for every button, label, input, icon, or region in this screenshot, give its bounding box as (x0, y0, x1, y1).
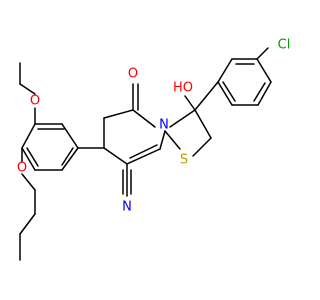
thiazolidine-ring (164, 95, 212, 157)
aryl-c3-bond (194, 81, 219, 111)
ring-sulfur-label: S (180, 153, 188, 168)
ketone-oxygen-label: O (128, 67, 138, 82)
chlorine-label: Cl (278, 38, 291, 53)
pyridone-ring (103, 83, 166, 165)
molecule-svg: Cl HO O N S N O O (17, 38, 290, 261)
propoxy-group (19, 147, 36, 261)
ring-nitrogen-label: N (159, 118, 169, 133)
nitrile-nitrogen-label: N (122, 200, 132, 215)
chlorophenyl-ring (217, 47, 272, 106)
atom-labels: Cl HO O N S N O O (17, 38, 290, 215)
propoxy-oxygen-label: O (17, 161, 27, 176)
molecule-structure-diagram: Cl HO O N S N O O (16, 37, 291, 261)
ethoxy-group (19, 62, 36, 125)
nitrile-group (122, 163, 132, 197)
dialkoxyphenyl-ring (21, 123, 105, 171)
ethoxy-oxygen-label: O (30, 94, 40, 109)
hydroxyl-label: HO (173, 81, 193, 96)
